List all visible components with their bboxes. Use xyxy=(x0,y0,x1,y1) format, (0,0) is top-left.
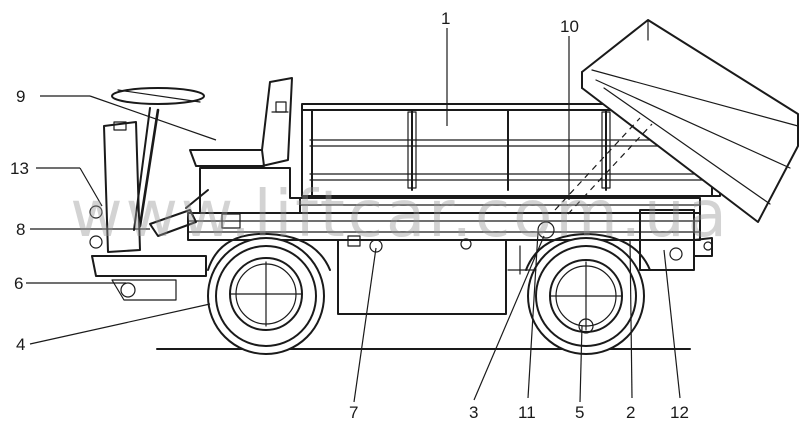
callout-10: 10 xyxy=(560,17,579,36)
callout-9: 9 xyxy=(16,87,26,106)
front-wheel xyxy=(207,232,331,355)
callout-13: 13 xyxy=(10,159,29,178)
callout-3: 3 xyxy=(469,403,479,422)
cargo-body xyxy=(301,103,721,197)
callout-2: 2 xyxy=(626,403,636,422)
callout-6: 6 xyxy=(14,274,24,293)
driver-area xyxy=(89,77,301,301)
front-axle-housing xyxy=(111,279,177,301)
side-box xyxy=(337,235,507,315)
rear-hitch xyxy=(507,209,713,275)
seat-cushion xyxy=(189,149,265,167)
steering-wheel xyxy=(111,87,205,105)
tipped-body xyxy=(581,19,799,223)
chassis-frame xyxy=(187,197,701,241)
callout-12: 12 xyxy=(670,403,689,422)
steering-column xyxy=(138,108,160,228)
callout-7: 7 xyxy=(349,403,359,422)
tipping-cylinder xyxy=(520,117,706,215)
front-bumper xyxy=(91,255,207,277)
callout-8: 8 xyxy=(16,220,26,239)
callout-1: 1 xyxy=(441,9,451,28)
pedal xyxy=(149,209,197,237)
callout-11: 11 xyxy=(518,403,536,422)
callout-leaders xyxy=(26,28,681,403)
seat-back xyxy=(261,77,293,167)
callout-4: 4 xyxy=(16,335,26,354)
callout-5: 5 xyxy=(575,403,585,422)
front-panel xyxy=(103,121,141,253)
